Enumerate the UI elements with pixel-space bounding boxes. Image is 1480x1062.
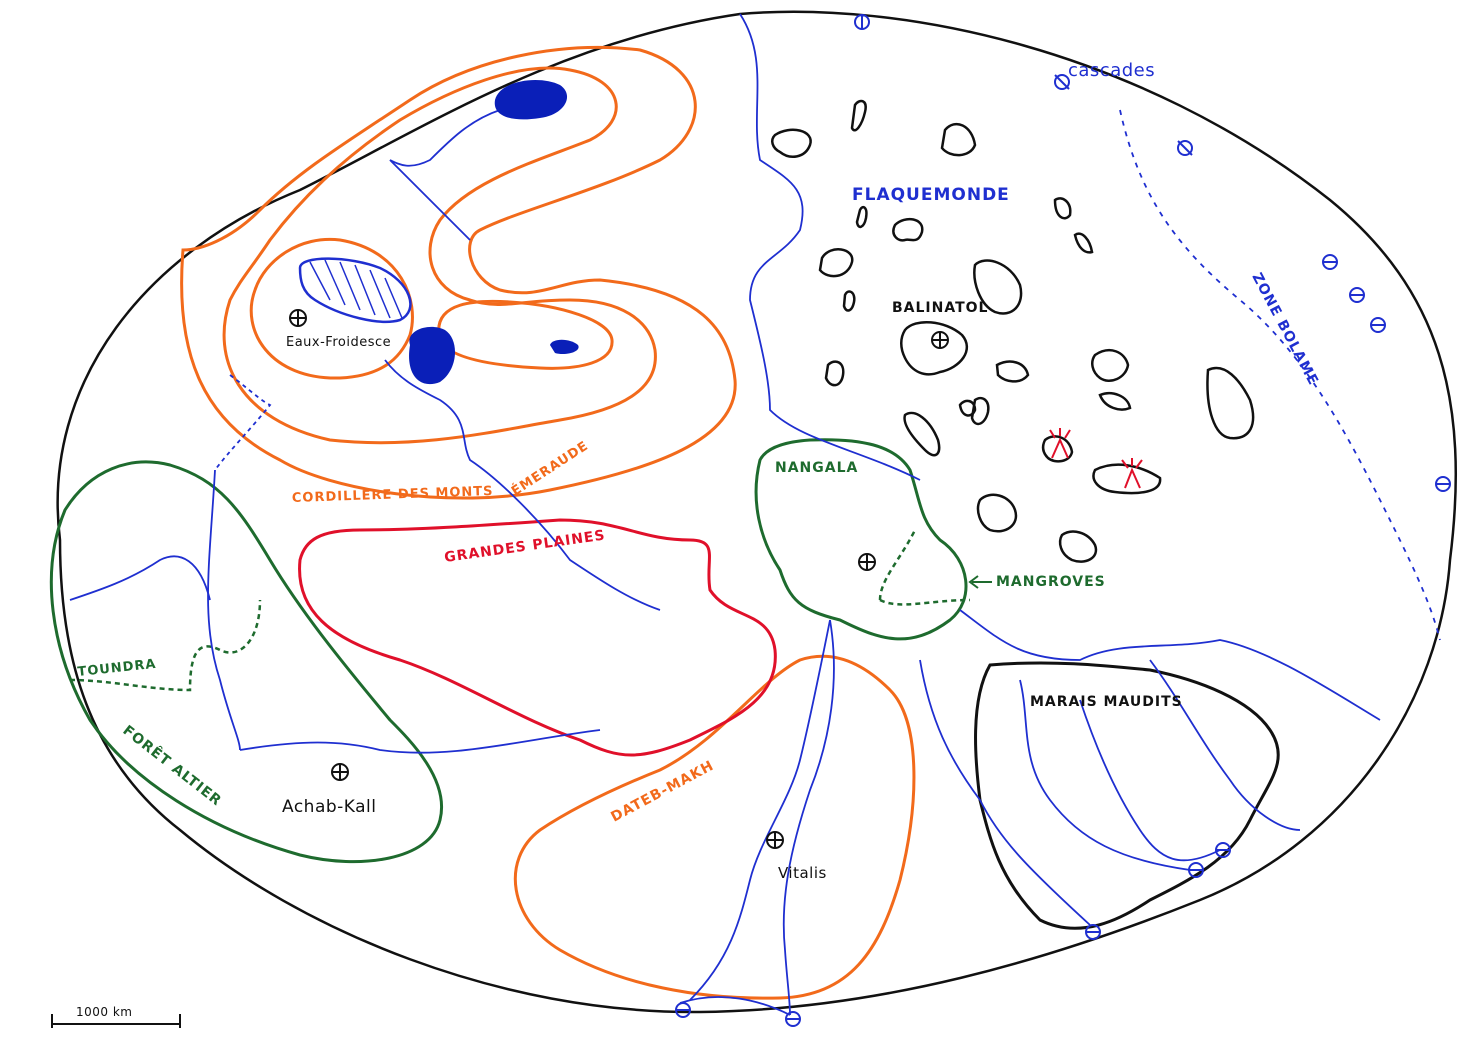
label-zone: ZONE BOLAME xyxy=(1248,270,1321,388)
label-cascades: cascades xyxy=(1068,60,1155,81)
city-icon xyxy=(331,763,349,781)
frozen-lake-hatch xyxy=(309,259,403,319)
mangroves-arrow-icon xyxy=(968,575,992,589)
scale-bar xyxy=(51,1014,181,1028)
mountain-contours xyxy=(180,45,916,1000)
continent-outline xyxy=(56,10,1458,1014)
underground-river xyxy=(214,374,272,471)
label-toundra: TOUNDRA xyxy=(77,657,157,680)
rivers xyxy=(69,13,1381,1016)
plains-region xyxy=(298,518,777,757)
label-cordillere: CORDILLERE DES MONTS xyxy=(292,484,494,506)
scale-label: 1000 km xyxy=(76,1005,133,1019)
label-balinatol: BALINATOL xyxy=(892,300,988,316)
label-marais: MARAIS MAUDITS xyxy=(1030,694,1183,710)
frozen-lake xyxy=(298,257,412,324)
volcano-icon xyxy=(1121,458,1143,489)
city-icon xyxy=(766,831,784,849)
city-icon xyxy=(289,309,307,327)
label-vitalis: Vitalis xyxy=(778,864,827,882)
toundra-boundary xyxy=(69,599,262,692)
islands xyxy=(771,99,1255,563)
volcano-icon xyxy=(1049,428,1071,459)
forest-regions xyxy=(49,438,968,864)
label-nangala: NANGALA xyxy=(775,460,858,476)
label-mangroves: MANGROVES xyxy=(996,574,1106,590)
marsh-region xyxy=(974,661,1280,930)
label-achab: Achab-Kall xyxy=(282,797,377,817)
label-eaux: Eaux-Froidesce xyxy=(286,335,391,350)
label-plaines: GRANDES PLAINES xyxy=(443,527,606,565)
label-flaquemonde: FLAQUEMONDE xyxy=(852,185,1010,205)
zone-boundary xyxy=(1119,109,1441,641)
mangrove-boundary xyxy=(878,529,971,606)
city-icon xyxy=(858,553,876,571)
waterfall-icons xyxy=(675,14,1451,1027)
lakes xyxy=(409,80,579,385)
city-icon xyxy=(931,331,949,349)
